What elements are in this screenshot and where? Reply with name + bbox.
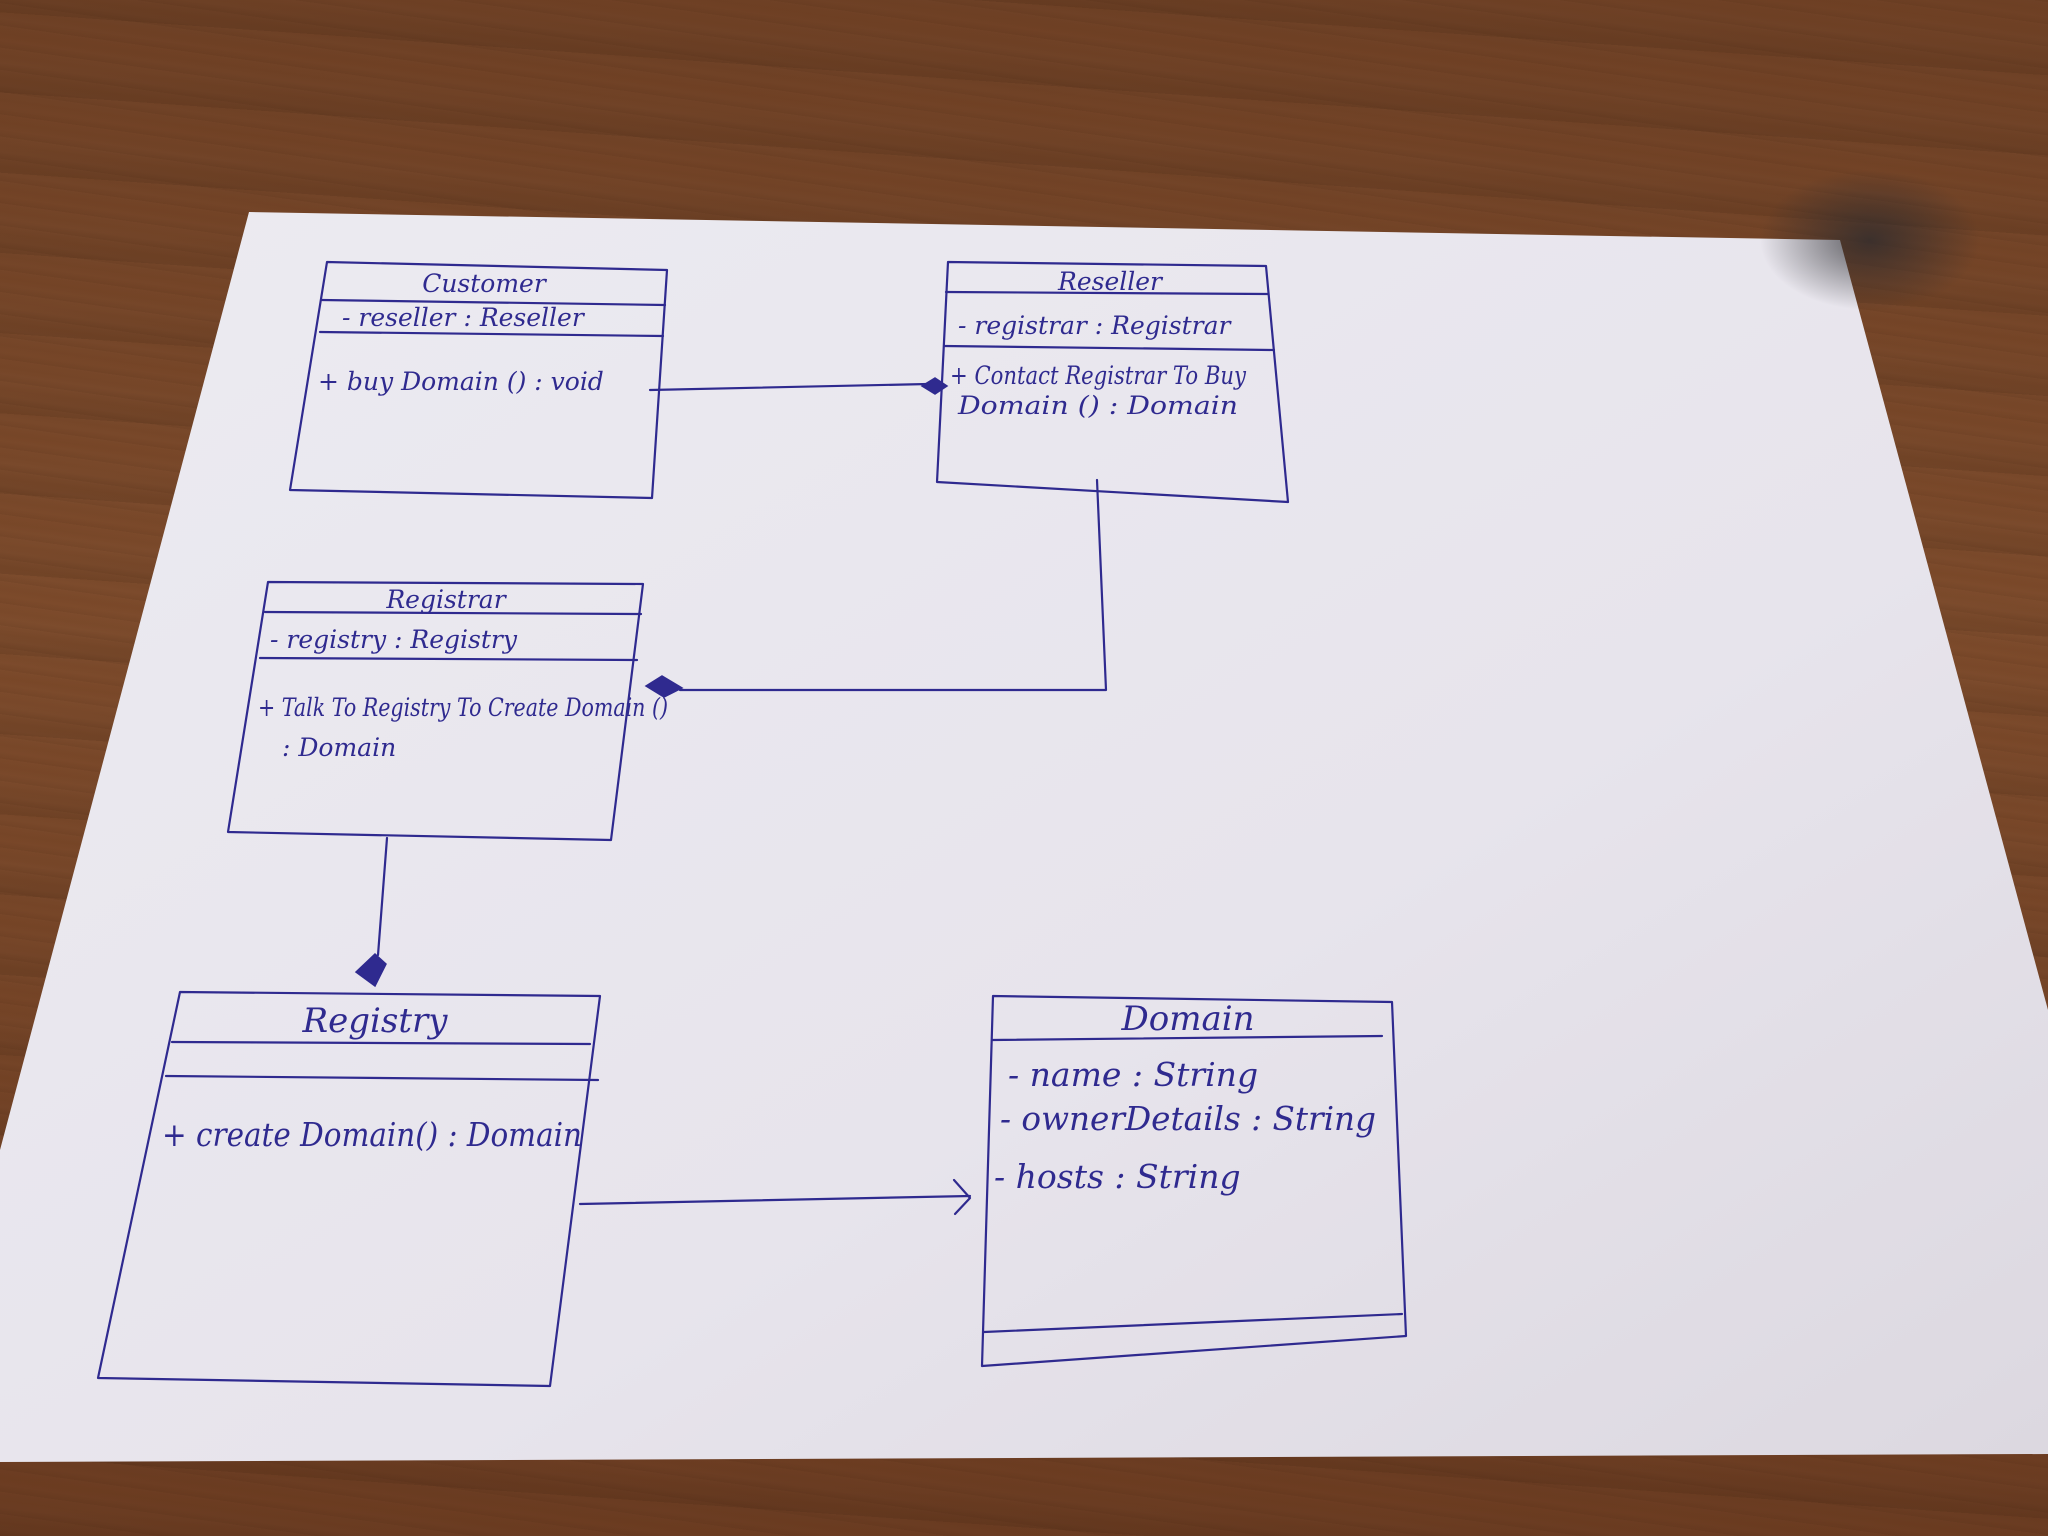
class-customer-method: + buy Domain () : void bbox=[318, 367, 604, 396]
class-registrar-divider-name bbox=[263, 610, 643, 616]
relationship-registry-domain bbox=[578, 1178, 972, 1216]
relationship-reseller-registrar bbox=[644, 478, 1108, 698]
class-domain-attribute-owner: - ownerDetails : String bbox=[1000, 1099, 1376, 1138]
class-customer-divider-name bbox=[320, 298, 667, 307]
class-reseller-divider-attrs bbox=[942, 344, 1276, 352]
class-reseller-divider-name bbox=[944, 290, 1270, 296]
class-reseller-box bbox=[935, 260, 1290, 504]
class-domain-box bbox=[980, 994, 1408, 1368]
class-registrar-attribute: - registry : Registry bbox=[270, 625, 518, 654]
composition-diamond-icon bbox=[354, 952, 387, 988]
class-domain-attribute-name: - name : String bbox=[1008, 1055, 1258, 1094]
class-domain: Domain - name : String - ownerDetails : … bbox=[980, 994, 1408, 1368]
class-registrar-divider-attrs bbox=[258, 656, 639, 662]
class-domain-divider-name bbox=[990, 1034, 1384, 1042]
paper-sheet bbox=[0, 212, 2048, 1462]
class-registrar: Registrar - registry : Registry + Talk T… bbox=[226, 580, 668, 842]
class-domain-attribute-hosts: - hosts : String bbox=[994, 1157, 1241, 1196]
arrowhead-icon bbox=[952, 1178, 972, 1216]
connector-line bbox=[578, 1194, 972, 1206]
class-registry-box bbox=[96, 990, 602, 1388]
class-reseller-name: Reseller bbox=[1057, 267, 1164, 296]
class-registry-method: + create Domain() : Domain bbox=[162, 1115, 582, 1154]
composition-diamond-icon bbox=[920, 377, 949, 395]
connector-line bbox=[648, 382, 930, 392]
connector-line bbox=[376, 836, 389, 957]
class-reseller: Reseller - registrar : Registrar + Conta… bbox=[935, 260, 1290, 504]
relationship-registrar-registry bbox=[354, 836, 389, 988]
class-registry-divider-attrs bbox=[164, 1074, 600, 1082]
class-registrar-name: Registrar bbox=[385, 585, 507, 614]
connector-line bbox=[678, 478, 1108, 692]
class-reseller-method-line1: + Contact Registrar To Buy bbox=[950, 361, 1247, 390]
class-registry: Registry + create Domain() : Domain bbox=[96, 990, 602, 1388]
class-domain-name: Domain bbox=[1120, 999, 1254, 1039]
class-registry-name: Registry bbox=[302, 1001, 449, 1041]
class-customer-divider-attrs bbox=[318, 330, 665, 338]
class-customer-box bbox=[288, 260, 669, 500]
relationship-customer-reseller bbox=[648, 377, 949, 395]
class-customer-attribute: - reseller : Reseller bbox=[342, 303, 586, 332]
class-customer-name: Customer bbox=[422, 269, 548, 298]
class-registrar-method-line1: + Talk To Registry To Create Domain () bbox=[258, 693, 668, 722]
class-registrar-method-line2: : Domain bbox=[282, 733, 396, 762]
camera-shadow bbox=[1760, 170, 1980, 310]
class-registry-divider-name bbox=[170, 1040, 592, 1046]
class-registrar-box bbox=[226, 580, 645, 842]
composition-diamond-icon bbox=[644, 675, 684, 698]
class-reseller-attribute: - registrar : Registrar bbox=[958, 311, 1232, 340]
class-domain-divider-attrs bbox=[982, 1312, 1404, 1334]
class-reseller-method-line2: Domain () : Domain bbox=[957, 391, 1238, 420]
class-customer: Customer - reseller : Reseller + buy Dom… bbox=[288, 260, 669, 500]
